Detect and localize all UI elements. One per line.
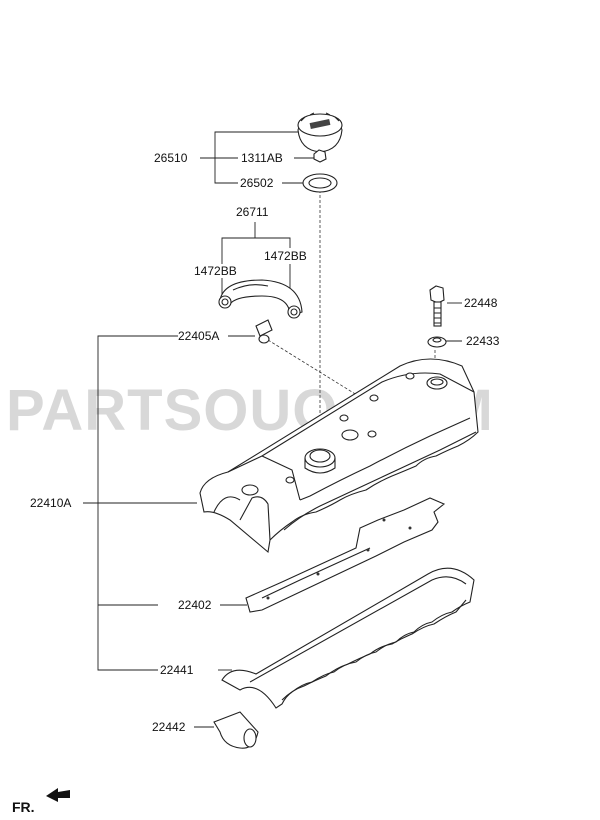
label-22402: 22402 xyxy=(178,598,212,612)
bolt-washer xyxy=(427,336,447,348)
label-1472bb-right: 1472BB xyxy=(264,249,307,263)
rocker-cover-gasket xyxy=(221,567,475,709)
front-direction-indicator: FR. xyxy=(12,788,70,815)
cover-bolt xyxy=(429,285,445,327)
label-22405a: 22405A xyxy=(178,329,219,343)
oil-baffle-plate xyxy=(245,497,446,613)
label-22448: 22448 xyxy=(464,296,498,310)
half-moon-seal xyxy=(213,711,259,749)
label-1472bb-left: 1472BB xyxy=(194,264,237,278)
label-1311ab: 1311AB xyxy=(241,151,283,165)
label-22441: 22441 xyxy=(160,663,194,677)
filler-cap-gasket xyxy=(302,173,338,193)
part-labels: 26510 1311AB 26502 26711 1472BB 1472BB 2… xyxy=(30,151,500,734)
breather-hose xyxy=(218,279,303,319)
rocker-cover xyxy=(199,358,479,554)
label-22442: 22442 xyxy=(152,720,186,734)
label-26510: 26510 xyxy=(154,151,188,165)
fr-label: FR. xyxy=(12,799,35,815)
label-26711: 26711 xyxy=(236,205,269,219)
cap-retainer-1311ab xyxy=(313,149,327,163)
front-arrow-icon xyxy=(46,788,70,802)
leader-lines xyxy=(83,131,462,728)
oil-filler-cap xyxy=(297,112,343,153)
label-22433: 22433 xyxy=(466,334,500,348)
label-22410a: 22410A xyxy=(30,496,71,510)
pcv-valve xyxy=(255,319,273,344)
label-26502: 26502 xyxy=(240,176,274,190)
